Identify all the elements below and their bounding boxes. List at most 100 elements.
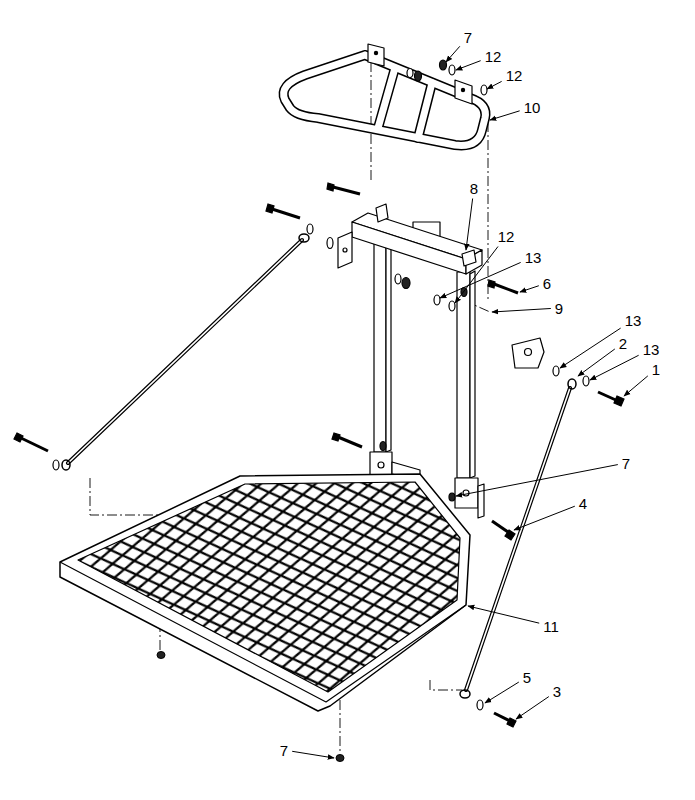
cables-part <box>568 379 576 389</box>
bolts-and-washers-part <box>380 442 386 451</box>
bolts-and-washers-part <box>307 224 313 234</box>
callout-number: 12 <box>484 49 503 64</box>
center-lines-part <box>371 62 372 180</box>
seat-frame-part <box>368 44 384 66</box>
seat-frame <box>284 44 486 145</box>
cables-part <box>68 240 302 463</box>
callout-number: 10 <box>523 100 542 115</box>
seat-frame-part <box>284 55 486 145</box>
upright-frame-part <box>478 484 484 518</box>
leader-line <box>514 506 575 530</box>
cables-part <box>460 690 470 698</box>
callout-number: 5 <box>522 670 532 685</box>
callout-number: 7 <box>621 456 631 471</box>
center-lines-part <box>340 700 341 752</box>
callout-number: 3 <box>552 684 562 699</box>
leader-line <box>440 262 521 298</box>
leader-line <box>456 465 618 496</box>
upright-frame-part <box>457 272 470 478</box>
bolts-and-washers-part <box>14 433 23 442</box>
bolts-and-washers-part <box>449 301 455 311</box>
bolts-and-washers-part <box>494 284 518 293</box>
bolts-and-washers-part <box>395 274 401 284</box>
leader-line <box>468 606 539 623</box>
bolts-and-washers-part <box>327 238 333 249</box>
leader-line <box>516 697 549 719</box>
seat-frame-part <box>461 88 465 92</box>
upright-frame-part <box>338 232 352 268</box>
leader-line <box>520 286 539 292</box>
bolts-and-washers-part <box>477 700 483 710</box>
seat-frame-part <box>455 80 472 104</box>
leader-line <box>590 355 639 380</box>
callout-number: 11 <box>542 619 560 634</box>
bolts-and-washers-part <box>332 433 340 441</box>
bolts-and-washers-part <box>488 280 495 288</box>
leader-line <box>578 349 615 376</box>
leader-line <box>292 751 334 758</box>
center-lines-part <box>488 122 489 300</box>
callout-number: 13 <box>624 313 643 328</box>
bolts-and-washers-part <box>338 437 362 447</box>
leader-line <box>490 111 520 120</box>
bolts-and-washers-part <box>21 438 48 451</box>
callout-number: 7 <box>463 30 473 45</box>
seat-frame-part <box>284 55 486 145</box>
platform-part <box>60 562 466 702</box>
cables-part <box>68 240 302 463</box>
bolts-and-washers-part <box>53 460 59 470</box>
leader-line <box>466 199 473 251</box>
bolts-and-washers-part <box>434 295 440 305</box>
upright-frame-part <box>352 222 466 274</box>
platform <box>60 474 470 762</box>
seat-frame-part <box>374 51 378 55</box>
bolts-and-washers-part <box>507 718 516 727</box>
cables-part <box>466 388 570 690</box>
upright-frame-part <box>343 248 347 252</box>
upright-frame-part <box>512 338 544 368</box>
upright-frame-part <box>525 349 532 356</box>
upright-frame-part <box>463 490 469 496</box>
callout-number: 9 <box>554 301 564 316</box>
leader-line <box>487 81 502 89</box>
center-lines-part <box>430 680 462 690</box>
callout-number: 1 <box>651 362 661 377</box>
bolts-and-washers <box>14 183 624 727</box>
leader-line <box>456 61 481 70</box>
upright-frame-part <box>470 271 475 478</box>
upright-frame-part <box>378 462 384 468</box>
callout-number: 13 <box>642 342 661 357</box>
callout-number: 8 <box>469 181 479 196</box>
callout-number: 12 <box>505 68 524 83</box>
upright-frame-part <box>374 234 386 452</box>
seat-frame-part <box>378 68 432 138</box>
upright-frame-part <box>462 250 476 266</box>
leader-lines <box>292 46 648 758</box>
bolts-and-washers-part <box>614 396 624 406</box>
cables <box>62 234 576 698</box>
bolts-and-washers-part <box>583 376 589 386</box>
seat-hardware-part <box>440 60 447 70</box>
bolts-and-washers-part <box>272 209 300 218</box>
seat-hardware-part <box>481 85 487 95</box>
seat-hardware-part <box>407 69 413 78</box>
callout-number: 13 <box>524 250 543 265</box>
cables-part <box>466 388 570 690</box>
platform-part <box>336 755 344 762</box>
leader-line <box>446 46 460 62</box>
upright-frame-part <box>455 478 478 508</box>
platform-part <box>78 482 460 692</box>
callout-number: 7 <box>279 743 289 758</box>
upright-frame-part <box>376 204 388 222</box>
upright-frame <box>338 204 544 518</box>
bolts-and-washers-part <box>333 187 360 194</box>
cables-part <box>299 234 309 242</box>
seat-hardware-part <box>415 71 422 81</box>
bolts-and-washers-part <box>505 530 515 540</box>
bolts-and-washers-part <box>327 183 334 191</box>
bolts-and-washers-part <box>553 366 559 376</box>
cables-part <box>62 460 70 470</box>
